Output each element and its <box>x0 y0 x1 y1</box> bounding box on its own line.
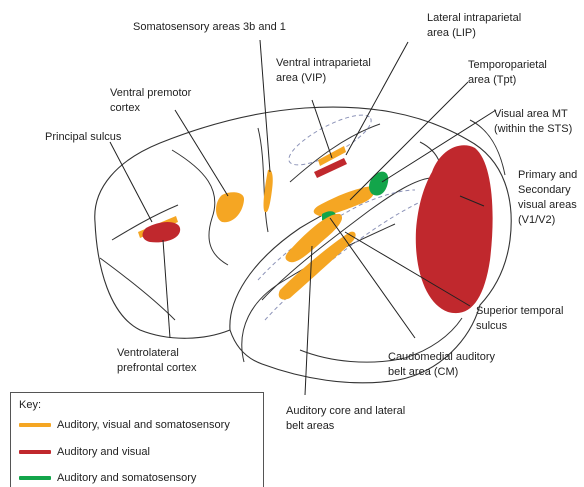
label-vip-2: area (VIP) <box>276 72 326 84</box>
mt-area <box>369 172 388 196</box>
legend-item-multisensory: Auditory, visual and somatosensory <box>19 418 230 432</box>
label-lip-2: area (LIP) <box>427 27 476 39</box>
label-premotor-2: cortex <box>110 102 140 114</box>
label-v1v2-3: visual areas <box>518 199 577 211</box>
v1v2-area <box>416 145 493 313</box>
legend-swatch-red <box>19 450 51 454</box>
somatosensory-area <box>264 170 273 213</box>
legend-label: Auditory and visual <box>57 446 150 458</box>
label-vip-1: Ventral intraparietal <box>276 57 371 69</box>
label-v1v2-1: Primary and <box>518 169 577 181</box>
label-mt-2: (within the STS) <box>494 123 572 135</box>
label-tpt-2: area (Tpt) <box>468 74 516 86</box>
label-core-2: belt areas <box>286 420 335 432</box>
legend-item-audiosomato: Auditory and somatosensory <box>19 471 196 485</box>
label-sts-1: Superior temporal <box>476 305 563 317</box>
label-tpt-1: Temporoparietal <box>468 59 547 71</box>
label-premotor-1: Ventral premotor <box>110 87 192 99</box>
frontal-contour <box>100 258 175 320</box>
legend-title: Key: <box>19 399 41 411</box>
label-core-1: Auditory core and lateral <box>286 405 405 417</box>
label-lip-1: Lateral intraparietal <box>427 12 521 24</box>
lip-dashed-region <box>283 106 377 174</box>
label-cm-1: Caudomedial auditory <box>388 351 496 363</box>
label-v1v2-4: (V1/V2) <box>518 214 555 226</box>
legend-swatch-green <box>19 476 51 480</box>
legend-swatch-orange <box>19 423 51 427</box>
label-mt-1: Visual area MT <box>494 108 568 120</box>
label-v1v2-2: Secondary <box>518 184 571 196</box>
legend-item-audiovisual: Auditory and visual <box>19 445 150 459</box>
legend-label: Auditory and somatosensory <box>57 472 196 484</box>
legend-box: Key: Auditory, visual and somatosensory … <box>10 392 264 487</box>
legend-label: Auditory, visual and somatosensory <box>57 419 230 431</box>
ventral-premotor-area <box>216 192 244 222</box>
label-vlpfc-1: Ventrolateral <box>117 347 179 359</box>
label-principal: Principal sulcus <box>45 131 122 143</box>
vlpfc-area <box>143 222 181 242</box>
label-sts-2: sulcus <box>476 320 508 332</box>
label-somatosensory: Somatosensory areas 3b and 1 <box>133 21 286 33</box>
label-cm-2: belt area (CM) <box>388 366 458 378</box>
label-vlpfc-2: prefrontal cortex <box>117 362 197 374</box>
tpt-area <box>314 186 375 216</box>
